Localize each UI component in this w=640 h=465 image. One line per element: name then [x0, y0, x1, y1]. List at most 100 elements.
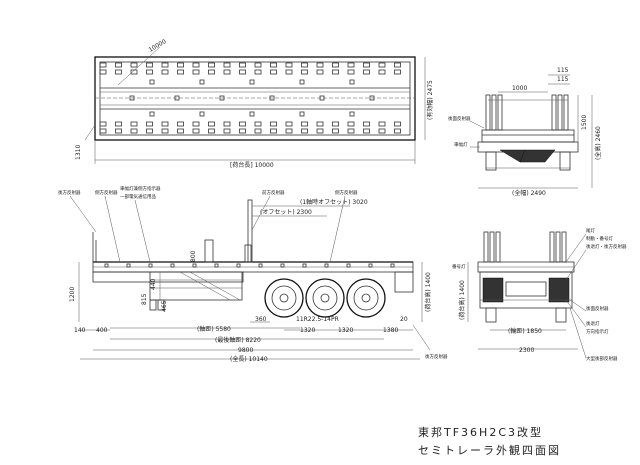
rear-stake	[551, 94, 557, 131]
stake-pocket	[192, 128, 200, 134]
overall-length: (全長) 10140	[230, 355, 268, 363]
stake-pocket	[146, 128, 153, 134]
height-800: 800	[190, 250, 197, 262]
side-marker	[368, 263, 373, 268]
note-rear-reflector: 後面反射器	[448, 115, 471, 122]
stake-pocket	[130, 121, 138, 127]
side-view: 1200 815 440 465 800 (荷台高) 1400 (1軸時オフセッ…	[58, 185, 448, 363]
stake-pocket	[208, 62, 215, 68]
rear-stake	[483, 231, 489, 263]
title-line-2: セミトレーラ外観四面図	[418, 443, 561, 457]
stake-pocket	[192, 62, 200, 68]
stake-pocket	[394, 128, 401, 134]
stake-pocket	[146, 121, 153, 127]
stake-pocket	[115, 121, 122, 127]
deck-bolt	[149, 79, 155, 85]
stake-pocket	[378, 121, 386, 127]
stake-pocket	[161, 128, 169, 134]
offset-dimension: (オフセット) 2300	[260, 209, 312, 216]
stake-pocket	[285, 69, 293, 75]
note-brake-lamp: 制動・番号灯	[586, 235, 613, 242]
deck-bolt	[149, 111, 155, 117]
stake-pocket	[177, 62, 184, 68]
note-tail-lamp: 尾灯	[586, 227, 595, 234]
side-marker	[390, 263, 395, 268]
deck-height-rear: (荷台高) 1400	[458, 280, 466, 320]
side-marker	[280, 263, 285, 268]
rear-stakes-bottom	[483, 231, 567, 263]
stake-pocket	[347, 69, 355, 75]
rear-stakes	[485, 94, 569, 131]
rim	[271, 285, 297, 311]
deck-height-1400: (荷台高) 1400	[424, 272, 432, 312]
stake-pocket	[239, 69, 246, 75]
dim-400: 400	[96, 327, 108, 334]
stake-pocket	[192, 121, 200, 127]
side-marker	[236, 263, 241, 268]
side-wheels	[264, 278, 386, 318]
stake-pocket	[363, 121, 370, 127]
deck-outline	[94, 56, 416, 141]
stake-pocket	[285, 128, 293, 134]
rear-stake	[555, 231, 561, 263]
gooseneck-offset-dimension: (1軸時オフセット) 3020	[300, 198, 368, 206]
stake-pocket	[223, 128, 231, 134]
stake-pocket	[301, 62, 308, 68]
note-marker-lamp: 車幅灯兼側方指示器	[120, 185, 161, 192]
stake-pocket	[208, 128, 215, 134]
stake-pocket	[394, 121, 401, 127]
rear-stake	[561, 231, 567, 263]
note-rear-reflector-c: 後面反射器	[586, 305, 609, 312]
side-marker	[170, 263, 175, 268]
stake-pocket	[347, 121, 355, 127]
stake-pocket	[254, 128, 262, 134]
stake-pocket	[161, 69, 169, 75]
stake-pocket	[130, 69, 138, 75]
stake-pocket	[254, 62, 262, 68]
stake-pocket	[254, 121, 262, 127]
dim-9800: 9800	[238, 347, 253, 354]
height-815: 815	[141, 293, 148, 305]
stake-pocket	[270, 62, 277, 68]
stake-pocket	[161, 62, 169, 68]
overall-height: (全高) 2460	[594, 126, 602, 160]
diag-dimension: 10000	[148, 38, 168, 54]
wheelbase-dimension: (最後軸距) 8220	[215, 336, 261, 344]
deck-bolt	[349, 79, 355, 85]
side-marker	[192, 263, 197, 268]
stake-pocket	[192, 69, 200, 75]
stake-pocket	[332, 121, 339, 127]
stake-pocket	[270, 121, 277, 127]
overall-width-2300: 2300	[519, 347, 534, 354]
stake-pocket	[223, 121, 231, 127]
tire	[346, 278, 386, 318]
deck-bolt	[299, 111, 305, 117]
height-440: 440	[150, 278, 157, 290]
note-electrical: 一部電気通信用品	[120, 193, 156, 200]
deck-bolt	[349, 111, 355, 117]
stake-pocket	[223, 69, 231, 75]
overall-width-dimension: (全幅) 2490	[512, 189, 546, 197]
stake-pocket	[347, 62, 355, 68]
rear-stake	[549, 231, 555, 263]
axle-spacing-2: 1320	[338, 327, 353, 334]
dim-20: 20	[400, 316, 408, 323]
stake-pocket	[363, 69, 370, 75]
stake-pocket	[363, 128, 370, 134]
stake-pocket	[177, 69, 184, 75]
stake-pocket	[99, 69, 107, 75]
stake-pocket	[347, 128, 355, 134]
stake-pocket	[316, 69, 324, 75]
stake-pocket	[161, 121, 169, 127]
dim-115-a: 115	[557, 67, 569, 74]
stake-pocket	[130, 62, 138, 68]
stake-pocket	[115, 69, 122, 75]
track-width: (輪距) 1850	[508, 327, 542, 335]
stake-pocket	[115, 62, 122, 68]
note-clearance-lamp: 車幅灯	[454, 141, 468, 148]
stake-pocket	[301, 128, 308, 134]
height-465: 465	[161, 300, 168, 312]
deck-bolt	[249, 111, 255, 117]
stake-pocket	[177, 128, 184, 134]
